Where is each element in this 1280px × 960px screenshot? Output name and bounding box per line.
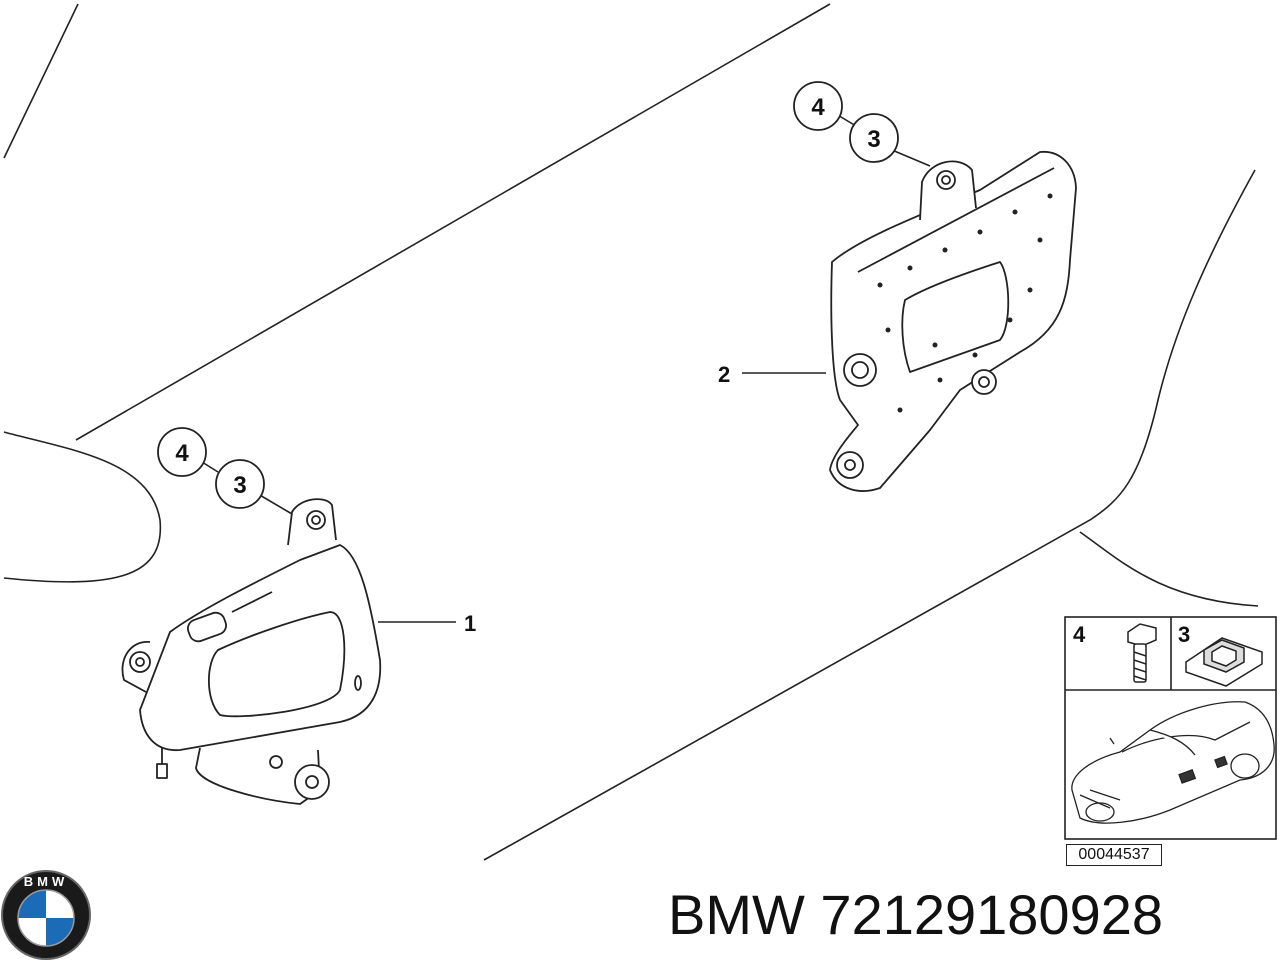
part-caption: BMW 72129180928 [668, 880, 1274, 950]
label-part-1: 1 [464, 611, 476, 636]
bolt-icon [1127, 623, 1157, 683]
leader-lines [201, 113, 931, 623]
label-part-2: 2 [718, 362, 730, 387]
callouts: 4 3 4 3 1 2 [157, 81, 899, 636]
legend-ref-4: 4 [1073, 622, 1086, 647]
legend-box: 4 3 [1064, 616, 1277, 840]
part-number: 72129180928 [820, 883, 1164, 946]
diagram-number: 00044537 [1066, 844, 1162, 866]
mounting-holes [877, 193, 1053, 413]
car-location-icon [1071, 701, 1275, 824]
callout-left-4: 4 [157, 427, 207, 477]
svg-text:3: 3 [867, 126, 880, 153]
svg-text:4: 4 [811, 94, 825, 121]
callout-right-4: 4 [793, 81, 843, 131]
svg-text:4: 4 [175, 440, 189, 467]
svg-text:3: 3 [233, 472, 246, 499]
car-outline [3, 3, 1259, 861]
clip-nut-icon [1185, 637, 1263, 687]
bmw-logo: BMW [1, 870, 91, 960]
svg-text:BMW: BMW [24, 874, 69, 889]
callout-left-3: 3 [215, 459, 265, 509]
callout-right-3: 3 [849, 113, 899, 163]
legend-ref-3: 3 [1178, 622, 1190, 647]
control-module-part-2 [829, 151, 1077, 492]
brand-name: BMW [668, 883, 805, 946]
control-module-part-1 [121, 498, 382, 805]
